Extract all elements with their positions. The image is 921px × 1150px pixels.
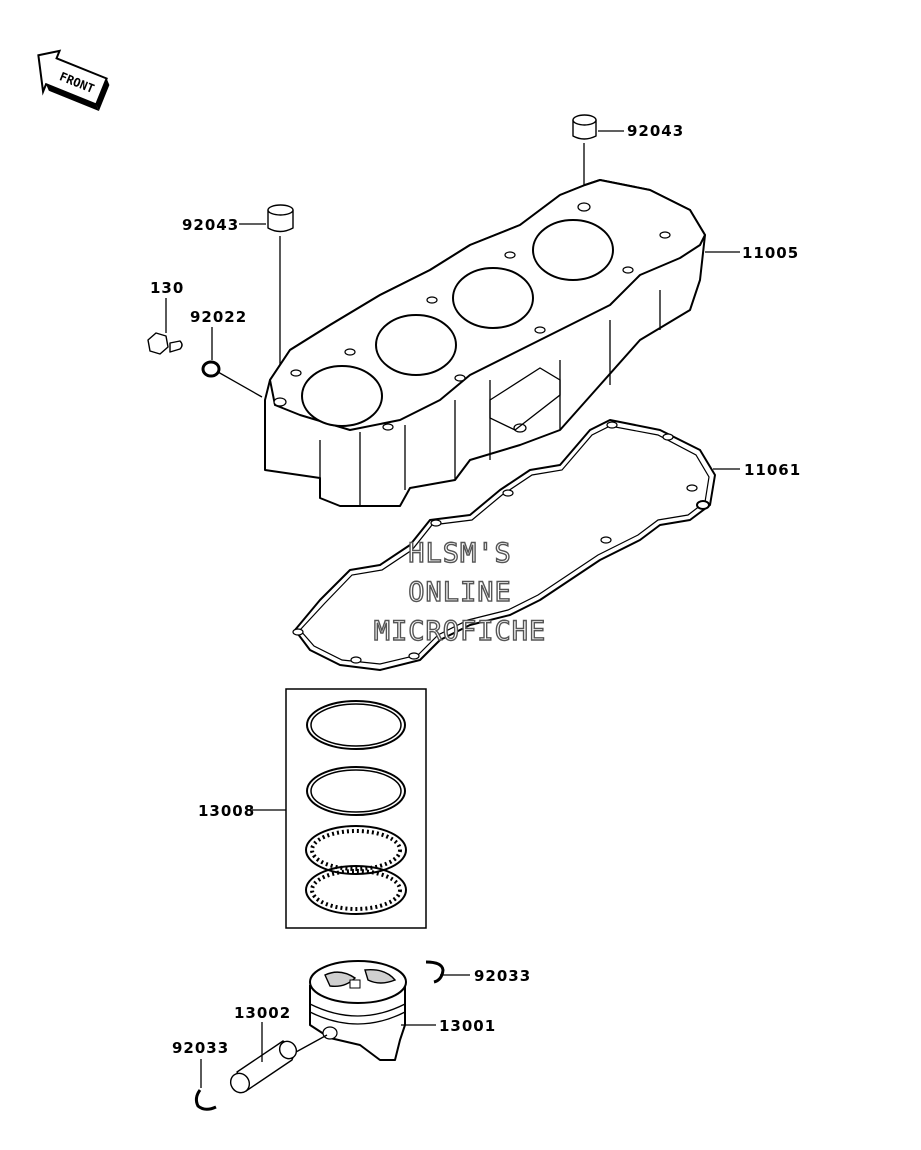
front-arrow-icon: FRONT	[37, 49, 110, 111]
callout-13001: 13001	[439, 1017, 496, 1035]
flange-bolt-icon	[147, 332, 183, 355]
knock-pin-left-icon	[267, 204, 294, 233]
piston-ring-set-box	[285, 688, 427, 929]
callout-11061: 11061	[744, 461, 801, 479]
callout-92033-left: 92033	[172, 1039, 229, 1057]
callout-92043-left: 92043	[182, 216, 239, 234]
callout-11005: 11005	[742, 244, 799, 262]
callout-13008: 13008	[198, 802, 255, 820]
piston-icon	[309, 960, 407, 1061]
callout-92043-upper: 92043	[627, 122, 684, 140]
watermark-line3: MICROFICHE	[374, 616, 547, 647]
callout-92022: 92022	[190, 308, 247, 326]
cylinder-block	[264, 179, 706, 507]
circlip-left-icon	[194, 1089, 217, 1111]
piston-pin-icon	[229, 1040, 298, 1094]
washer-icon	[201, 360, 221, 378]
callout-92033-right: 92033	[474, 967, 531, 985]
watermark: HLSM'S ONLINE MICROFICHE	[373, 537, 547, 647]
callout-130: 130	[150, 279, 184, 297]
knock-pin-upper-icon	[572, 114, 597, 140]
circlip-right-icon	[425, 960, 445, 984]
cylinder-gasket	[292, 419, 716, 671]
callout-13002: 13002	[234, 1004, 291, 1022]
watermark-line1: HLSM'S	[408, 538, 512, 569]
watermark-line2: ONLINE	[408, 577, 512, 608]
piston-ring-set	[305, 700, 407, 915]
